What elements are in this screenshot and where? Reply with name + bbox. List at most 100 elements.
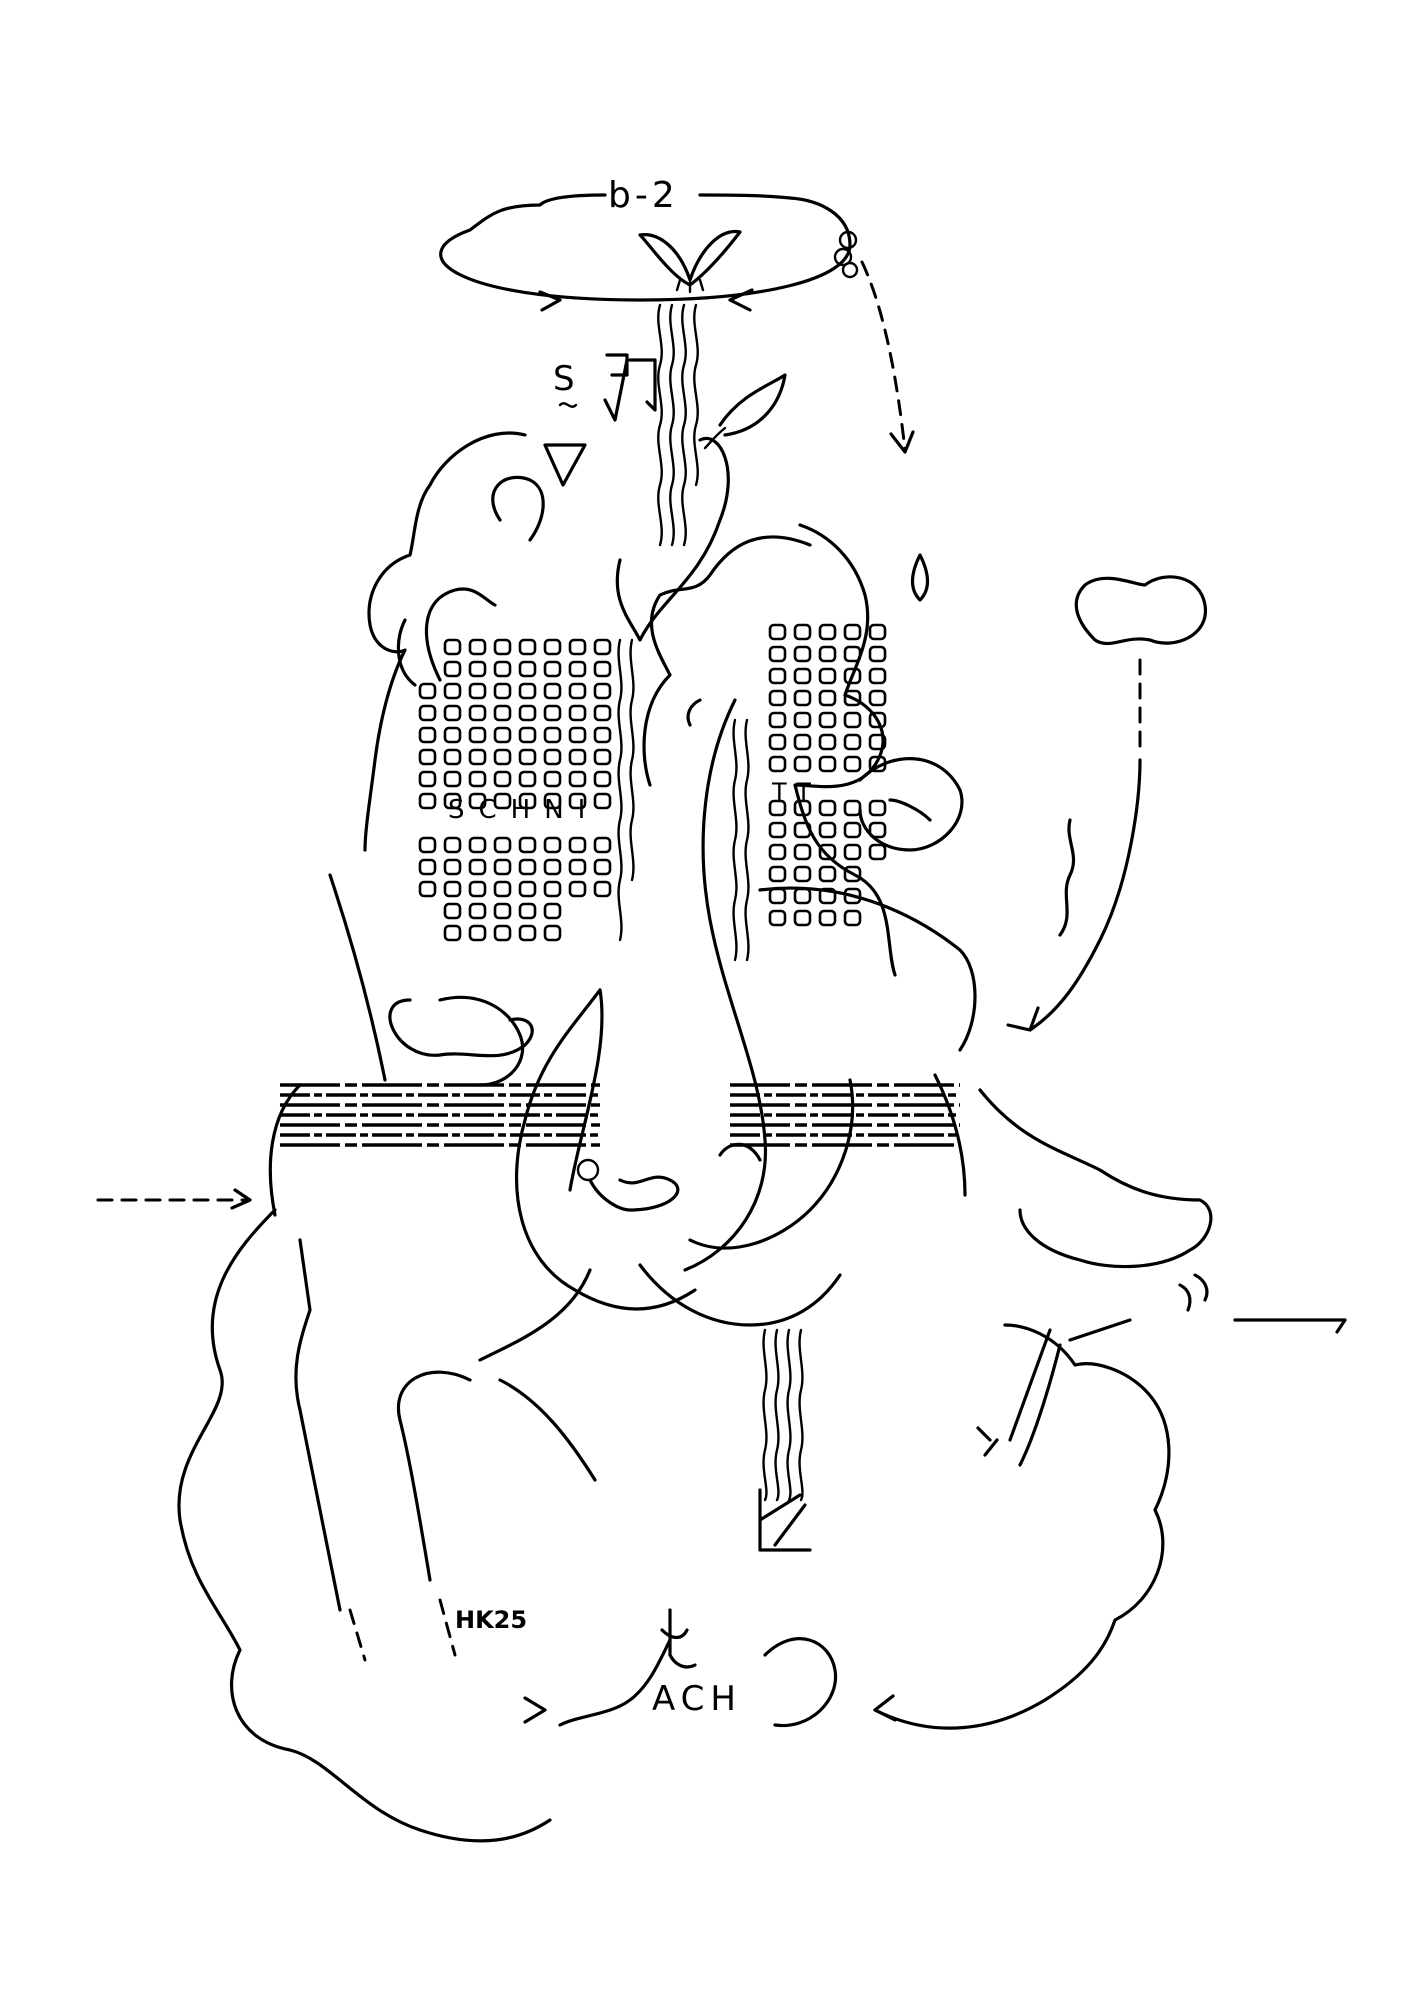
grid-cell bbox=[768, 645, 787, 663]
left-grid-text: SCHNI bbox=[448, 795, 599, 825]
label-b-2: b-2 bbox=[608, 175, 679, 216]
grid-cell bbox=[543, 792, 562, 810]
grid-cell bbox=[493, 858, 512, 876]
grid-cell bbox=[793, 623, 812, 641]
grid-cell bbox=[568, 726, 587, 744]
bottom-word-ach: ACH bbox=[652, 1679, 742, 1719]
grid-cell bbox=[543, 682, 562, 700]
grid-cell bbox=[768, 799, 787, 817]
cloud-outline bbox=[177, 1208, 1171, 1843]
right-blob-tail bbox=[1006, 575, 1207, 1032]
grid-cell bbox=[793, 733, 812, 751]
grid-cell bbox=[518, 638, 537, 656]
left-figure bbox=[328, 431, 730, 1082]
grid-cell bbox=[443, 770, 462, 788]
grid-cell bbox=[593, 682, 612, 700]
monogram: HK25 bbox=[455, 1606, 527, 1634]
head-symbols bbox=[543, 353, 787, 487]
grid-cell bbox=[493, 704, 512, 722]
grid-cell bbox=[468, 748, 487, 766]
grid-cell bbox=[518, 902, 537, 920]
grid-cell bbox=[443, 858, 462, 876]
grid-cell bbox=[418, 792, 437, 810]
grid-cell bbox=[493, 660, 512, 678]
grid-cell bbox=[868, 645, 887, 663]
grid-cell bbox=[793, 755, 812, 773]
grid-cell bbox=[543, 638, 562, 656]
grid-cell bbox=[768, 821, 787, 839]
grid-cell bbox=[518, 660, 537, 678]
grid-cell bbox=[543, 726, 562, 744]
grid-cell bbox=[568, 704, 587, 722]
grid-cell bbox=[843, 887, 862, 905]
arrow-right bbox=[1233, 1318, 1347, 1334]
grid-cell bbox=[843, 645, 862, 663]
grid-cell bbox=[818, 865, 837, 883]
grid-cell bbox=[568, 792, 587, 810]
grid-cell bbox=[493, 792, 512, 810]
grid-cell bbox=[793, 645, 812, 663]
grid-cell bbox=[593, 638, 612, 656]
grid-cell bbox=[468, 770, 487, 788]
grid-cell bbox=[468, 880, 487, 898]
grid-cell bbox=[468, 638, 487, 656]
grid-cell bbox=[418, 748, 437, 766]
grid-cell bbox=[768, 865, 787, 883]
grid-cell bbox=[768, 689, 787, 707]
grid-cell bbox=[593, 836, 612, 854]
grid-cell bbox=[793, 689, 812, 707]
grid-cell bbox=[793, 667, 812, 685]
grid-cell bbox=[543, 660, 562, 678]
grid-cell bbox=[593, 704, 612, 722]
grid-cell bbox=[443, 704, 462, 722]
grid-cell bbox=[568, 858, 587, 876]
grid-cell bbox=[443, 924, 462, 942]
grid-cell bbox=[593, 858, 612, 876]
grid-cell bbox=[418, 836, 437, 854]
grid-cell bbox=[843, 865, 862, 883]
label-s: S bbox=[553, 359, 575, 399]
grid-cell bbox=[518, 748, 537, 766]
grid-cell bbox=[468, 704, 487, 722]
grid-cell bbox=[818, 667, 837, 685]
grid-cell bbox=[818, 733, 837, 751]
grid-cell bbox=[818, 711, 837, 729]
grid-cell bbox=[468, 660, 487, 678]
grid-cell bbox=[418, 726, 437, 744]
grid-cell bbox=[518, 924, 537, 942]
grid-cell bbox=[568, 770, 587, 788]
grid-cell bbox=[593, 792, 612, 810]
grid-cell bbox=[568, 836, 587, 854]
grid-cell bbox=[518, 682, 537, 700]
grid-cell bbox=[543, 770, 562, 788]
grid-cell bbox=[793, 799, 812, 817]
grid-cell bbox=[868, 755, 887, 773]
grid-cell bbox=[543, 858, 562, 876]
grid-cell bbox=[843, 623, 862, 641]
grid-cell bbox=[493, 638, 512, 656]
grid-cell bbox=[768, 755, 787, 773]
grid-cell bbox=[518, 704, 537, 722]
grid-cell bbox=[493, 682, 512, 700]
bench-outline bbox=[268, 1073, 967, 1217]
grid-cell bbox=[443, 836, 462, 854]
left-grid bbox=[418, 638, 612, 942]
grid-cell bbox=[493, 902, 512, 920]
grid-cell bbox=[818, 645, 837, 663]
grid-cell bbox=[843, 821, 862, 839]
grid-cell bbox=[843, 909, 862, 927]
grid-cell bbox=[818, 799, 837, 817]
grid-cell bbox=[543, 748, 562, 766]
grid-cell bbox=[418, 770, 437, 788]
grid-cell bbox=[493, 748, 512, 766]
grid-cell bbox=[818, 755, 837, 773]
grid-cell bbox=[793, 865, 812, 883]
grid-cell bbox=[443, 880, 462, 898]
grid-cell bbox=[493, 770, 512, 788]
grid-cell bbox=[818, 623, 837, 641]
grid-cell bbox=[518, 836, 537, 854]
wavy-stream-center bbox=[657, 303, 699, 547]
grid-cell bbox=[843, 689, 862, 707]
grid-cell bbox=[468, 858, 487, 876]
